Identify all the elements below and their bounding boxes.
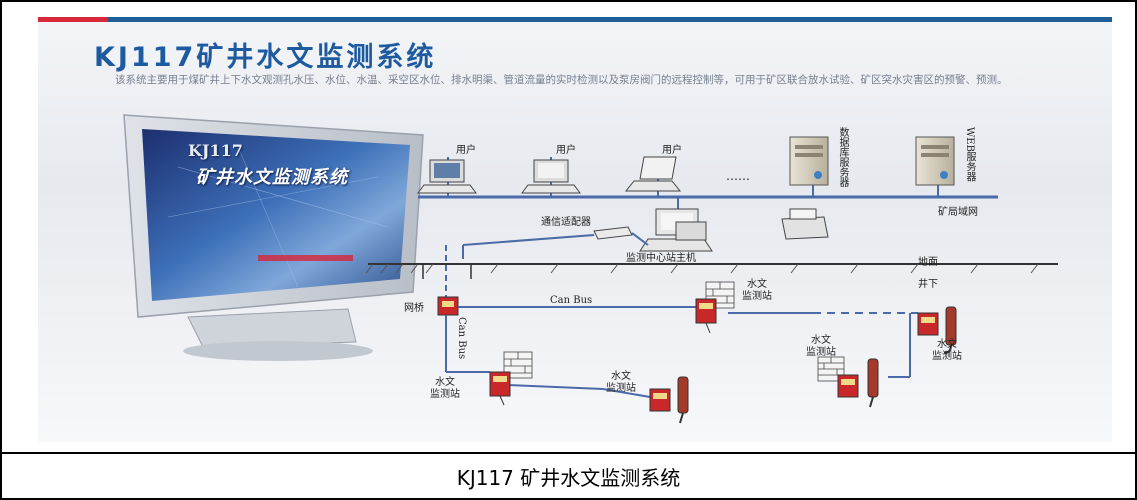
label-station-4: 水文 监测站 bbox=[806, 335, 836, 358]
web-server bbox=[915, 136, 955, 186]
label-web-server: WEB服务器 bbox=[964, 127, 975, 182]
station-device-left bbox=[489, 371, 511, 406]
user-computer-2 bbox=[521, 159, 581, 194]
label-host: 监测中心站主机 bbox=[626, 253, 696, 264]
caption-separator bbox=[0, 452, 1137, 454]
label-bridge: 网桥 bbox=[404, 303, 424, 314]
label-underground: 井下 bbox=[918, 279, 938, 290]
poster-title: KJ117矿井水文监测系统 bbox=[94, 42, 437, 73]
user-laptop-3 bbox=[624, 156, 682, 192]
poster-accent-red bbox=[38, 17, 108, 22]
label-adapter: 通信适配器 bbox=[541, 217, 591, 228]
poster-accent-blue bbox=[108, 17, 1112, 22]
brick-cabinet-left bbox=[503, 351, 533, 379]
monitor-screen-text: 矿井水文监测系统 bbox=[196, 167, 348, 188]
monitor-illustration bbox=[123, 114, 424, 361]
adapter-device bbox=[593, 226, 633, 240]
label-user-2: 用户 bbox=[556, 145, 576, 156]
monitor-brand-text: KJ117 bbox=[188, 141, 243, 160]
label-db-server: 数据库服务器 bbox=[837, 127, 848, 187]
label-station-2: 水文 监测站 bbox=[430, 377, 460, 400]
host-computer bbox=[639, 208, 713, 252]
figure-caption: KJ117 矿井水文监测系统 bbox=[456, 465, 681, 490]
user-computer-1 bbox=[417, 159, 477, 194]
station-device-top bbox=[695, 298, 717, 334]
system-poster-image: KJ117矿井水文监测系统 该系统主要用于煤矿井上下水文观测孔水压、水位、水温、… bbox=[38, 17, 1112, 442]
label-station-3: 水文 监测站 bbox=[606, 371, 636, 394]
poster-description: 该系统主要用于煤矿井上下水文观测孔水压、水位、水温、采空区水位、排水明渠、管道流… bbox=[115, 74, 1008, 86]
printer-device bbox=[781, 208, 829, 240]
label-dots: …… bbox=[726, 169, 750, 183]
label-canbus-horizontal: Can Bus bbox=[550, 295, 593, 306]
label-surface: 地面 bbox=[918, 257, 938, 268]
label-user-1: 用户 bbox=[456, 145, 476, 156]
station-device-far-right bbox=[917, 306, 957, 354]
network-diagram bbox=[123, 114, 1058, 424]
database-server bbox=[789, 136, 829, 186]
label-user-3: 用户 bbox=[662, 145, 682, 156]
label-canbus-vertical: Can Bus bbox=[456, 317, 467, 360]
label-station-1: 水文 监测站 bbox=[742, 279, 772, 302]
station-device-mid-right bbox=[837, 358, 879, 408]
station-device-bottom bbox=[649, 376, 689, 424]
label-network: 矿局域网 bbox=[938, 207, 978, 218]
label-station-5: 水文 监测站 bbox=[932, 339, 962, 362]
